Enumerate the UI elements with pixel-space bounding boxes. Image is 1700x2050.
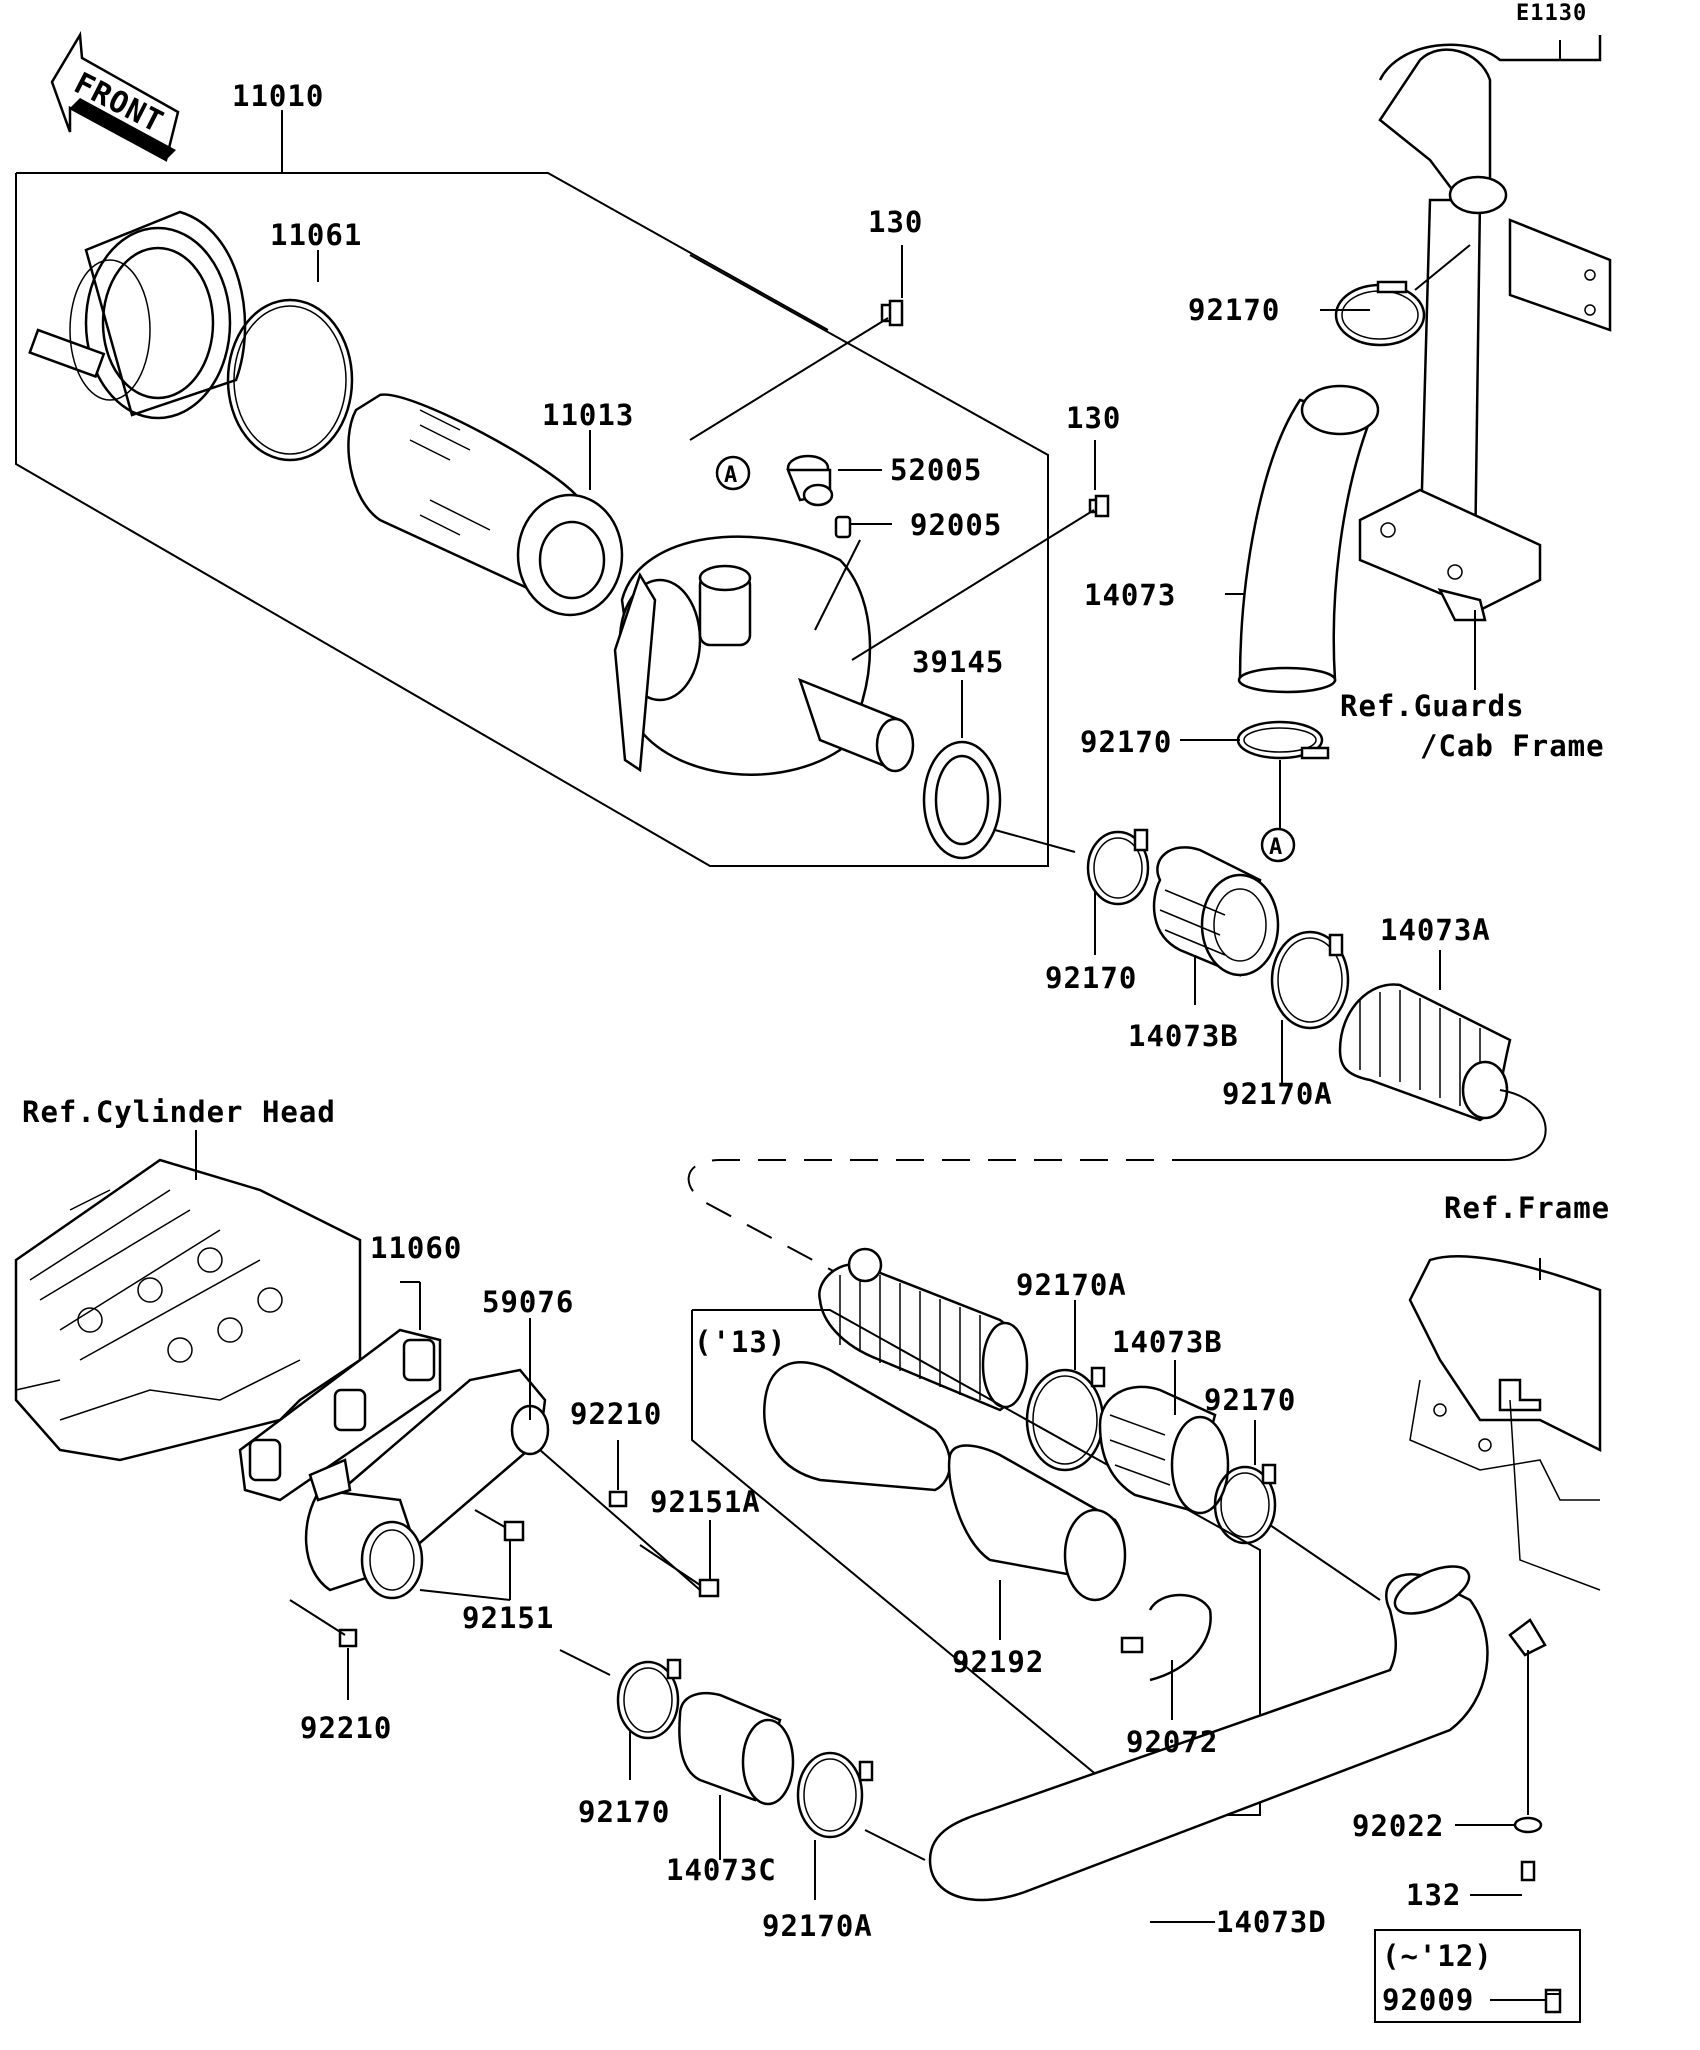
- label-92170: 92170: [1188, 293, 1280, 327]
- rubber-joint: [1152, 846, 1280, 977]
- intake-hose: [1237, 384, 1380, 694]
- ref-cab-frame-label: /Cab Frame: [1420, 729, 1605, 763]
- label-130: 130: [868, 205, 923, 239]
- insulator-tube: [763, 1361, 1127, 1602]
- label-39145: 39145: [912, 645, 1004, 679]
- label-92151: 92151: [462, 1601, 554, 1635]
- label-92170: 92170: [578, 1795, 670, 1829]
- ref-guards-label: Ref.Guards: [1340, 689, 1525, 723]
- hose-clamp: [1334, 280, 1426, 347]
- label-130: 130: [1066, 401, 1121, 435]
- rubber-hose: [678, 1691, 795, 1806]
- bolt-icon: [880, 299, 904, 327]
- intake-duct: [928, 1565, 1547, 1902]
- rubber-joint: [1098, 1385, 1230, 1515]
- label-92170: 92170: [1204, 1383, 1296, 1417]
- label-92210: 92210: [300, 1711, 392, 1745]
- label-92170a: 92170A: [762, 1909, 873, 1943]
- hose-clamp: [1270, 930, 1350, 1030]
- label-11013: 11013: [542, 398, 634, 432]
- hose-clamp: [1086, 828, 1150, 906]
- o-ring: [226, 298, 354, 462]
- label-52005: 52005: [890, 453, 982, 487]
- hose-clamp: [1213, 1463, 1277, 1545]
- gasket: [238, 1328, 442, 1502]
- label-92210: 92210: [570, 1397, 662, 1431]
- svg-text:A: A: [724, 463, 738, 488]
- label-92170a: 92170A: [1222, 1077, 1333, 1111]
- label-92005: 92005: [910, 508, 1002, 542]
- air-cleaner-assembly: [15, 170, 1110, 867]
- label-92009: 92009: [1382, 1983, 1474, 2017]
- label-14073b: 14073B: [1112, 1325, 1223, 1359]
- air-cleaner-cover: [28, 210, 247, 420]
- label-14073: 14073: [1084, 578, 1176, 612]
- hose-clamp: [796, 1751, 874, 1839]
- label-92170a: 92170A: [1016, 1268, 1127, 1302]
- ref-cylinder-head-label: Ref.Cylinder Head: [22, 1095, 336, 1129]
- ref-frame-label: Ref.Frame: [1444, 1191, 1610, 1225]
- label-14073c: 14073C: [666, 1853, 777, 1887]
- label-92170: 92170: [1045, 961, 1137, 995]
- bolt-icon: [1520, 1860, 1536, 1882]
- filter-element: [347, 393, 624, 617]
- label-92072: 92072: [1126, 1725, 1218, 1759]
- washer-icon: [1513, 1816, 1543, 1834]
- year-12-label: (~'12): [1382, 1939, 1493, 1973]
- callout-a: A: [715, 455, 751, 491]
- hose-clamp: [1236, 720, 1330, 760]
- intake-pipe: [1358, 35, 1612, 622]
- label-92192: 92192: [952, 1645, 1044, 1679]
- intake-manifold: [304, 1368, 550, 1600]
- hose-clamp: [616, 1658, 682, 1740]
- label-11010: 11010: [232, 79, 324, 113]
- bolt-icon: [474, 1509, 525, 1542]
- label-14073b: 14073B: [1128, 1019, 1239, 1053]
- label-92151a: 92151A: [650, 1485, 761, 1519]
- bellows-hose: [1338, 983, 1512, 1122]
- label-11061: 11061: [270, 218, 362, 252]
- bolt-icon: [1088, 494, 1110, 518]
- nut-icon: [608, 1490, 628, 1508]
- label-59076: 59076: [482, 1285, 574, 1319]
- frame-section: [1408, 1255, 1602, 1591]
- year-13-label: ('13): [694, 1325, 786, 1359]
- label-14073d: 14073D: [1216, 1905, 1327, 1939]
- fitting: [834, 515, 852, 539]
- label-132: 132: [1406, 1878, 1461, 1912]
- label-11060: 11060: [370, 1231, 462, 1265]
- label-92170: 92170: [1080, 725, 1172, 759]
- band-clip: [1120, 1593, 1212, 1682]
- hose-clamp: [1025, 1366, 1106, 1472]
- svg-text:A: A: [1269, 835, 1283, 860]
- label-14073a: 14073A: [1380, 913, 1491, 947]
- diagram-code: E1130: [1516, 1, 1587, 26]
- front-arrow-icon: FRONT: [50, 31, 180, 162]
- label-92022: 92022: [1352, 1809, 1444, 1843]
- callout-a: A: [1260, 827, 1296, 863]
- air-cleaner-housing: [613, 535, 915, 776]
- cylinder-head: [14, 1158, 362, 1462]
- vacuator-valve: [786, 454, 834, 507]
- bolt-icon: [1544, 1988, 1562, 2014]
